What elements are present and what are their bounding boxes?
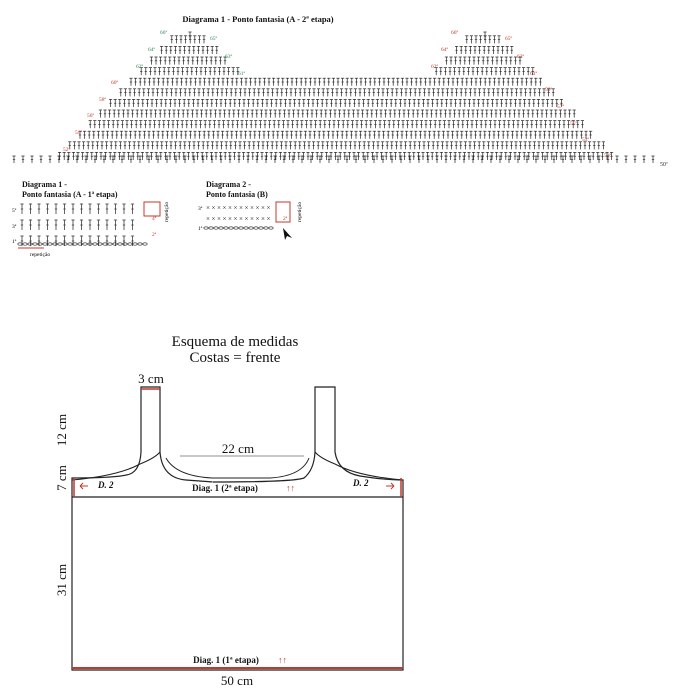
right-armhole-inner	[314, 451, 404, 481]
chart-top-title: Diagrama 1 - Ponto fantasia (A - 2ª etap…	[182, 14, 333, 24]
body-width-label: 50 cm	[221, 673, 253, 688]
row-number-label: 62ª	[136, 64, 144, 70]
chart-a-stitches	[17, 203, 148, 246]
svg-text:×: ×	[256, 204, 260, 212]
svg-text:×: ×	[223, 204, 227, 212]
svg-text:×: ×	[261, 204, 265, 212]
chart-top-base-row-label: 50ª	[660, 162, 668, 168]
row-number-label: 64ª	[148, 47, 156, 53]
svg-text:×: ×	[217, 204, 221, 212]
svg-text:×: ×	[234, 215, 238, 223]
row-number-label: 66ª	[451, 30, 459, 36]
svg-text:×: ×	[234, 204, 238, 212]
row-number-label: 61ª	[530, 71, 538, 77]
row-number-label: 58ª	[99, 97, 107, 103]
chart-a-row-label-5: 5ª	[12, 208, 17, 214]
svg-text:×: ×	[245, 204, 249, 212]
d2-left-label: D. 2	[97, 480, 114, 490]
chart-b-title-line1: Diagrama 2 -	[206, 180, 251, 189]
chart-a-title-line2: Ponto fantasia (A - 1ª etapa)	[22, 190, 118, 199]
row-number-label: 60ª	[111, 80, 119, 86]
svg-text:×: ×	[261, 215, 265, 223]
d2-right-label: D. 2	[352, 478, 369, 488]
chart-a-row-label-3: 3ª	[12, 224, 17, 230]
chart-a-title-line1: Diagrama 1 -	[22, 180, 67, 189]
svg-text:×: ×	[267, 204, 271, 212]
svg-text:×: ×	[250, 215, 254, 223]
svg-text:×: ×	[206, 204, 210, 212]
chart-a-repeat-bottom: repetição	[30, 252, 50, 258]
svg-text:×: ×	[267, 215, 271, 223]
crochet-chart-b: Diagrama 2 - Ponto fantasia (B) ××××××××…	[198, 180, 303, 240]
neckline-inner	[165, 457, 310, 479]
measurement-schematic: Esquema de medidas Costas = frente 3 cm …	[54, 334, 404, 688]
chart-b-row-label-1: 1ª	[198, 226, 203, 232]
row-number-label: 62ª	[431, 64, 439, 70]
chart-a-right-label-4: 4ª	[152, 216, 157, 222]
crochet-chart-top: Diagrama 1 - Ponto fantasia (A - 2ª etap…	[12, 14, 668, 168]
svg-text:×: ×	[206, 215, 210, 223]
chart-b-repeat-side: repetição	[297, 202, 303, 222]
chart-a-repeat-box	[143, 201, 161, 217]
chart-top-stitches	[12, 31, 655, 163]
svg-text:×: ×	[256, 215, 260, 223]
row-number-label: 54ª	[75, 130, 83, 136]
row-number-label: 66ª	[160, 30, 168, 36]
chart-a-right-label-2: 2ª	[152, 232, 157, 238]
row-number-label: 65ª	[505, 36, 513, 42]
chart-top-row-labels: 52ª 54ª 56ª 58ª 60ª 62ª 64ª 66ª 65ª 63ª 61ª 62ª 64ª 6…	[63, 30, 612, 159]
garment-outline	[71, 386, 404, 671]
chart-b-title-line2: Ponto fantasia (B)	[206, 190, 268, 199]
row-number-label: 55ª	[570, 121, 578, 127]
chart-b-right-label-2: 2ª	[283, 216, 288, 222]
svg-text:×: ×	[250, 204, 254, 212]
svg-text:×: ×	[212, 204, 216, 212]
neck-width-label: 22 cm	[222, 441, 254, 456]
left-armhole-inner	[71, 451, 161, 481]
row-number-label: 53ª	[582, 137, 590, 143]
row-number-label: 61ª	[238, 71, 246, 77]
row-number-label: 64ª	[441, 47, 449, 53]
row-number-label: 59ª	[545, 87, 553, 93]
row-number-label: 65ª	[210, 36, 218, 42]
row-number-label: 56ª	[87, 113, 95, 119]
d2-right-arrow-icon	[386, 482, 395, 490]
schematic-subtitle: Costas = frente	[190, 350, 281, 366]
diag-upper-arrows-icon: ↑↑	[286, 483, 295, 493]
svg-text:×: ×	[239, 204, 243, 212]
strap-height-label: 12 cm	[54, 414, 69, 446]
cursor-arrow-icon	[283, 228, 292, 240]
svg-text:×: ×	[212, 215, 216, 223]
svg-text:×: ×	[239, 215, 243, 223]
diag-upper-label: Diag. 1 (2ª etapa)	[192, 483, 258, 493]
diag-lower-arrows-icon: ↑↑	[278, 655, 287, 665]
chart-b-repeat-box	[275, 201, 291, 223]
chart-a-repeat-side: repetição	[164, 202, 170, 222]
chart-b-row-label-3: 3ª	[198, 206, 203, 212]
svg-text:×: ×	[228, 215, 232, 223]
svg-text:×: ×	[228, 204, 232, 212]
chart-b-stitches: ××××××××××××××××××××××××	[203, 204, 274, 230]
row-number-label: 63ª	[517, 54, 525, 60]
d2-left-arrow-icon	[79, 482, 88, 490]
row-number-label: 63ª	[225, 54, 233, 60]
svg-text:×: ×	[245, 215, 249, 223]
body-height-label: 31 cm	[54, 564, 69, 596]
svg-text:×: ×	[217, 215, 221, 223]
svg-text:×: ×	[223, 215, 227, 223]
crochet-chart-a: Diagrama 1 - Ponto fantasia (A - 1ª etap…	[12, 180, 170, 258]
row-number-label: 57ª	[557, 104, 565, 110]
row-number-label: 52ª	[63, 147, 71, 153]
diag-lower-label: Diag. 1 (1ª etapa)	[193, 655, 259, 665]
chart-a-row-label-1: 1ª	[12, 239, 17, 245]
schematic-title: Esquema de medidas	[172, 334, 299, 350]
strap-width-label: 3 cm	[138, 371, 164, 386]
yoke-height-label: 7 cm	[54, 465, 69, 491]
row-number-label: 51ª	[604, 153, 612, 159]
